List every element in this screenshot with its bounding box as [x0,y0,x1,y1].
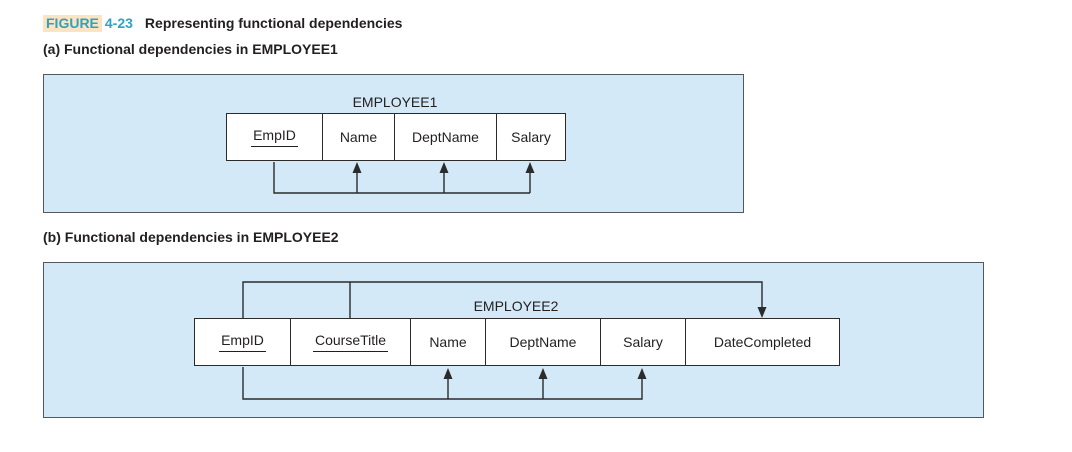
arrowhead-up-icon [637,368,647,379]
attribute-label: Name [339,129,378,145]
attribute-cell-empid: EmpID [227,114,322,160]
attribute-label: Salary [511,129,551,145]
relation-table-employee2: EmpID CourseTitle Name DeptName Salary D… [194,318,840,366]
attribute-label: DeptName [412,129,479,145]
attribute-cell-coursetitle: CourseTitle [290,319,410,365]
figure-label: FIGURE [43,15,102,32]
panel-b: EMPLOYEE2 EmpID CourseTitle Name DeptNam… [43,262,984,418]
figure-title: Representing functional dependencies [144,15,403,31]
attribute-label: Name [429,334,467,350]
attribute-cell-deptname: DeptName [394,114,496,160]
attribute-cell-datecompleted: DateCompleted [685,319,839,365]
arrowhead-up-icon [439,162,449,173]
arrowhead-up-icon [443,368,453,379]
arrowhead-up-icon [538,368,548,379]
fd-determinant-line [273,162,530,194]
fd-determinant-line [242,367,643,400]
figure-number: 4-23 [104,15,133,31]
attribute-cell-salary: Salary [600,319,685,365]
attribute-cell-empid: EmpID [195,319,290,365]
panel-a-caption: (a) Functional dependencies in EMPLOYEE1 [43,41,338,57]
arrowhead-up-icon [525,162,535,173]
relation-name-employee1: EMPLOYEE1 [352,94,438,110]
arrowhead-up-icon [352,162,362,173]
attribute-cell-deptname: DeptName [485,319,600,365]
attribute-cell-name: Name [410,319,485,365]
relation-name-employee2: EMPLOYEE2 [473,298,559,314]
attribute-label: DateCompleted [713,334,812,350]
key-attribute-label: EmpID [219,332,266,352]
attribute-cell-name: Name [322,114,394,160]
key-attribute-label: CourseTitle [312,332,389,352]
relation-table-employee1: EmpID Name DeptName Salary [226,113,566,161]
panel-a: EMPLOYEE1 EmpID Name DeptName Salary [43,74,744,213]
key-attribute-label: EmpID [251,127,298,147]
attribute-label: Salary [623,334,663,350]
panel-b-caption: (b) Functional dependencies in EMPLOYEE2 [43,229,339,245]
attribute-label: DeptName [509,334,577,350]
attribute-cell-salary: Salary [496,114,565,160]
